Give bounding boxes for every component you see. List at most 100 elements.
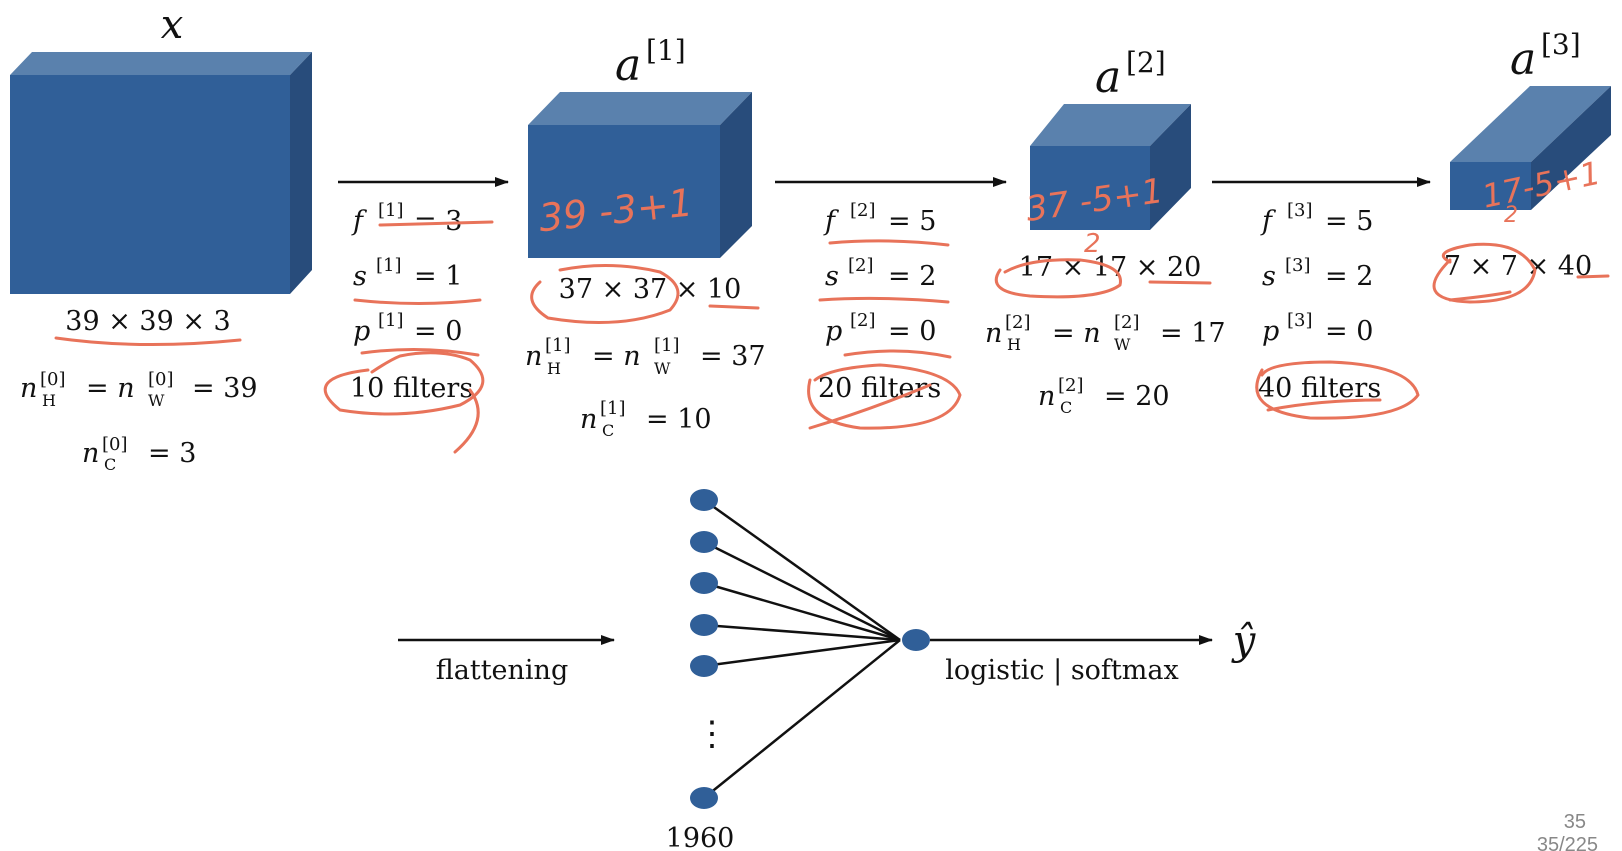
classifier-label: logistic | softmax xyxy=(945,655,1178,686)
output-node xyxy=(902,629,930,651)
svg-text:C: C xyxy=(104,455,116,474)
svg-text:C: C xyxy=(1060,398,1072,417)
svg-text:[1]: [1] xyxy=(646,34,686,67)
conv1-filters: 10 filters xyxy=(350,373,473,404)
svg-text:= 37: = 37 xyxy=(700,341,766,372)
svg-text:= 3: = 3 xyxy=(414,206,462,237)
svg-text:[1]: [1] xyxy=(378,310,404,331)
svg-text:= 2: = 2 xyxy=(888,261,936,292)
svg-text:H: H xyxy=(42,391,56,410)
conv1-params: f [1] = 3 s [1] = 1 p [1] = 0 10 filters xyxy=(350,200,473,404)
svg-text:n: n xyxy=(82,438,99,469)
svg-text:n: n xyxy=(20,373,37,404)
svg-text:= 10: = 10 xyxy=(646,404,712,435)
svg-text:= n: = n xyxy=(1052,318,1101,349)
node xyxy=(690,531,718,553)
svg-text:f: f xyxy=(823,206,839,237)
a2-n-hw: n [2] H = n [2] W = 17 xyxy=(985,312,1226,354)
a1-n-c: n [1] C = 10 xyxy=(580,398,712,440)
page-number: 35 xyxy=(1564,811,1586,833)
svg-text:f: f xyxy=(1260,206,1276,237)
svg-text:[2]: [2] xyxy=(1126,46,1166,79)
svg-text:[2]: [2] xyxy=(850,200,876,221)
svg-text:= 5: = 5 xyxy=(1325,206,1373,237)
svg-text:p: p xyxy=(1262,316,1279,347)
svg-text:2: 2 xyxy=(1504,203,1518,228)
a1-label: a [1] xyxy=(615,34,686,91)
svg-text:H: H xyxy=(547,359,561,378)
svg-text:s: s xyxy=(825,261,839,292)
cube-input xyxy=(10,52,312,294)
a1-n-hw: n [1] H = n [1] W = 37 xyxy=(525,335,766,378)
page-progress: 35/225 xyxy=(1537,834,1598,851)
svg-text:n: n xyxy=(525,341,542,372)
node xyxy=(690,572,718,594)
conv3-params: f [3] = 5 s [3] = 2 p [3] = 0 40 filters xyxy=(1258,200,1381,404)
svg-text:n: n xyxy=(580,404,597,435)
svg-text:= 5: = 5 xyxy=(888,206,936,237)
input-n-c: n [0] C = 3 xyxy=(82,434,196,474)
svg-text:= 0: = 0 xyxy=(888,316,936,347)
svg-text:2: 2 xyxy=(1084,229,1101,259)
svg-text:s: s xyxy=(1262,261,1276,292)
svg-text:W: W xyxy=(654,359,671,378)
svg-text:a: a xyxy=(615,40,641,91)
conv2-params: f [2] = 5 s [2] = 2 p [2] = 0 20 filters xyxy=(818,200,941,404)
svg-text:[1]: [1] xyxy=(600,398,626,419)
svg-text:[1]: [1] xyxy=(378,200,404,221)
a1-dims: 37 × 37 × 10 xyxy=(559,274,742,305)
svg-text:n: n xyxy=(1038,381,1055,412)
svg-text:W: W xyxy=(1114,335,1131,354)
a3-dims: 7 × 7 × 40 xyxy=(1444,251,1592,282)
svg-text:s: s xyxy=(353,261,367,292)
node xyxy=(690,614,718,636)
flattened-nodes xyxy=(690,489,718,809)
svg-text:[3]: [3] xyxy=(1541,28,1581,61)
svg-text:W: W xyxy=(148,391,165,410)
svg-text:= n: = n xyxy=(86,373,135,404)
svg-text:= 20: = 20 xyxy=(1104,381,1170,412)
cube-a1 xyxy=(528,92,752,258)
svg-text:[0]: [0] xyxy=(148,369,174,390)
svg-text:= 1: = 1 xyxy=(414,261,462,292)
cube-a3 xyxy=(1450,86,1611,210)
svg-text:[3]: [3] xyxy=(1287,310,1313,331)
node xyxy=(690,787,718,809)
a2-label: a [2] xyxy=(1095,46,1166,103)
svg-text:[2]: [2] xyxy=(1005,312,1031,333)
svg-text:[3]: [3] xyxy=(1285,255,1311,276)
svg-text:= 0: = 0 xyxy=(414,316,462,347)
svg-text:C: C xyxy=(602,421,614,440)
svg-text:[0]: [0] xyxy=(40,369,66,390)
svg-text:[2]: [2] xyxy=(1058,375,1084,396)
input-dims: 39 × 39 × 3 xyxy=(65,306,230,337)
svg-text:= 39: = 39 xyxy=(192,373,258,404)
cube-a2 xyxy=(1030,104,1191,230)
svg-text:[2]: [2] xyxy=(850,310,876,331)
svg-text:= 2: = 2 xyxy=(1325,261,1373,292)
svg-text:[1]: [1] xyxy=(376,255,402,276)
a3-label: a [3] xyxy=(1510,28,1581,85)
svg-text:p: p xyxy=(825,316,842,347)
y-hat-label: ŷ xyxy=(1231,618,1257,664)
svg-text:[2]: [2] xyxy=(1114,312,1140,333)
svg-text:= n: = n xyxy=(592,341,641,372)
svg-text:= 3: = 3 xyxy=(148,438,196,469)
svg-text:a: a xyxy=(1510,34,1536,85)
svg-text:p: p xyxy=(353,316,370,347)
svg-text:[1]: [1] xyxy=(654,335,680,356)
input-label: x xyxy=(161,2,184,48)
fc-connections xyxy=(703,498,901,799)
svg-text:= 0: = 0 xyxy=(1325,316,1373,347)
svg-text:[1]: [1] xyxy=(545,335,571,356)
a2-n-c: n [2] C = 20 xyxy=(1038,375,1170,417)
flattened-count: 1960 xyxy=(666,823,735,851)
svg-text:[2]: [2] xyxy=(848,255,874,276)
svg-text:n: n xyxy=(985,318,1002,349)
svg-text:= 17: = 17 xyxy=(1160,318,1226,349)
vdots: ⋮ xyxy=(695,714,729,754)
svg-text:[0]: [0] xyxy=(102,434,128,455)
node xyxy=(690,489,718,511)
flattening-label: flattening xyxy=(436,655,568,686)
node xyxy=(690,655,718,677)
